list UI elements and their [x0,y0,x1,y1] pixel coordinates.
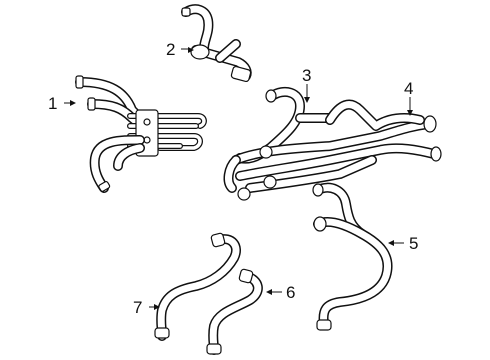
arrow-6 [266,289,272,295]
callout-1[interactable]: 1 [48,94,58,113]
callout-3[interactable]: 3 [302,66,312,85]
part-5-y-hose[interactable] [312,182,393,331]
arrow-4 [407,110,413,116]
arrow-3 [304,97,310,103]
part-1-hose-assembly[interactable] [75,75,207,193]
callout-2[interactable]: 2 [166,40,176,59]
arrow-1 [70,100,76,106]
callout-6[interactable]: 6 [286,283,296,302]
leader-lines [64,47,413,310]
part-4-pipe-assembly[interactable] [223,99,442,201]
part-2-hose-connector[interactable] [181,4,252,83]
arrow-2 [188,47,194,53]
callout-7[interactable]: 7 [133,298,143,317]
arrow-5 [388,240,394,246]
callout-5[interactable]: 5 [409,234,419,253]
callout-4[interactable]: 4 [404,79,414,98]
part-7-s-hose[interactable] [154,232,241,341]
part-6-s-hose[interactable] [206,268,263,355]
arrow-7 [154,304,160,310]
